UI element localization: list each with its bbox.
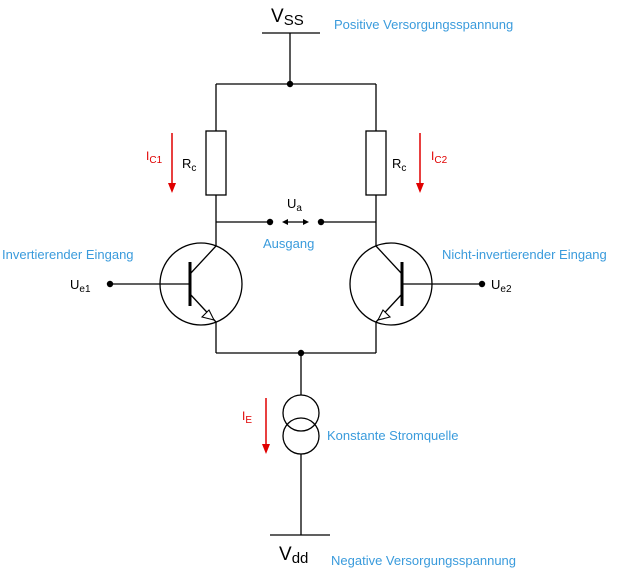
output-arrowhead-left <box>282 219 288 225</box>
right-emitter-arrow <box>376 309 392 321</box>
output-terminal-right <box>317 218 325 226</box>
ic2-arrowhead <box>416 183 424 193</box>
current-source-circle-top <box>282 394 320 432</box>
output-arrowhead-right <box>303 219 309 225</box>
negative-supply-label: Negative Versorgungsspannung <box>331 553 516 568</box>
left-emitter-arrow <box>200 309 216 321</box>
non-inverting-input-label: Nicht-invertierender Eingang <box>442 247 607 262</box>
vdd-label: Vdd <box>279 544 308 567</box>
right-collector-resistor <box>365 130 387 196</box>
output-label: Ausgang <box>263 236 314 251</box>
output-terminal-left <box>266 218 274 226</box>
input-terminal-left <box>106 280 114 288</box>
ue1-label: Ue1 <box>70 277 91 295</box>
left-collector-resistor <box>205 130 227 196</box>
vss-label: VSS <box>271 6 304 29</box>
ie-label: IE <box>242 409 252 426</box>
ie-arrowhead <box>262 444 270 454</box>
left-resistor-label: Rc <box>182 156 196 174</box>
ic2-label: IC2 <box>431 149 448 166</box>
right-resistor-label: Rc <box>392 156 406 174</box>
ue2-label: Ue2 <box>491 277 512 295</box>
left-transistor-collector-lead <box>189 245 217 275</box>
top-junction-dot <box>286 80 294 88</box>
ua-label: Ua <box>287 196 302 214</box>
current-source-label: Konstante Stromquelle <box>327 428 459 443</box>
ic1-label: IC1 <box>146 149 163 166</box>
positive-supply-label: Positive Versorgungsspannung <box>334 17 513 32</box>
input-terminal-right <box>478 280 486 288</box>
ic1-arrowhead <box>168 183 176 193</box>
right-transistor-collector-lead <box>375 245 403 275</box>
inverting-input-label: Invertierender Eingang <box>2 247 134 262</box>
current-source-circle-bottom <box>282 417 320 455</box>
